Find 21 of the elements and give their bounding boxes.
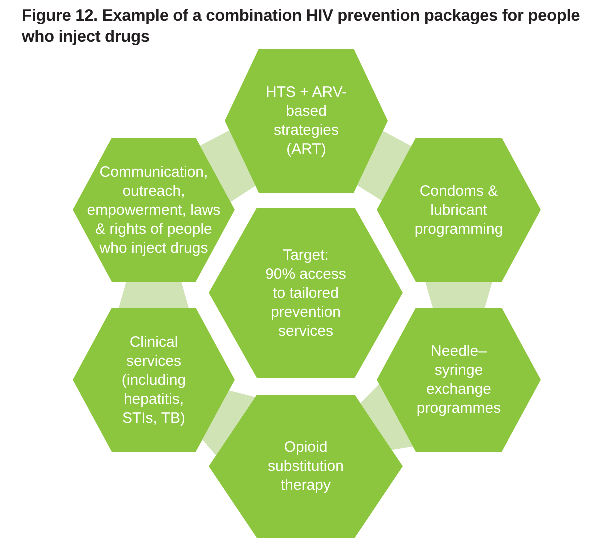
connector-band	[119, 282, 189, 308]
hexagon-label: Clinical services (including hepatitis, STIs, TB)	[120, 332, 188, 428]
hexagon	[225, 49, 388, 193]
hexagon	[377, 138, 541, 282]
connector-band	[426, 282, 492, 308]
hexagon-label: Condoms & lubricant programming	[414, 182, 504, 238]
hexagon-label: HTS + ARV-based strategies (ART)	[264, 83, 348, 159]
connector-band	[200, 130, 256, 202]
connector-band	[202, 390, 256, 456]
hexagon	[73, 308, 235, 452]
hexagon-label: 90% access to tailored prevention services	[264, 264, 348, 340]
hexagon-label: Opioid substitution therapy	[267, 438, 345, 495]
hexagon-label: Needle–syringe exchange programmes	[416, 342, 502, 418]
figure-title: Figure 12. Example of a combination HIV prevention packages for people who inject drugs	[22, 6, 582, 48]
hexagon	[377, 308, 541, 452]
connector-band	[360, 384, 414, 450]
connector-band	[358, 131, 412, 201]
hexagon-label: Communication, outreach, empowerment, laws & rights of people who inject drugs	[86, 162, 222, 258]
hexagon	[73, 138, 235, 282]
hexagon	[209, 395, 403, 538]
hexagon-heading: Target:	[283, 246, 329, 264]
